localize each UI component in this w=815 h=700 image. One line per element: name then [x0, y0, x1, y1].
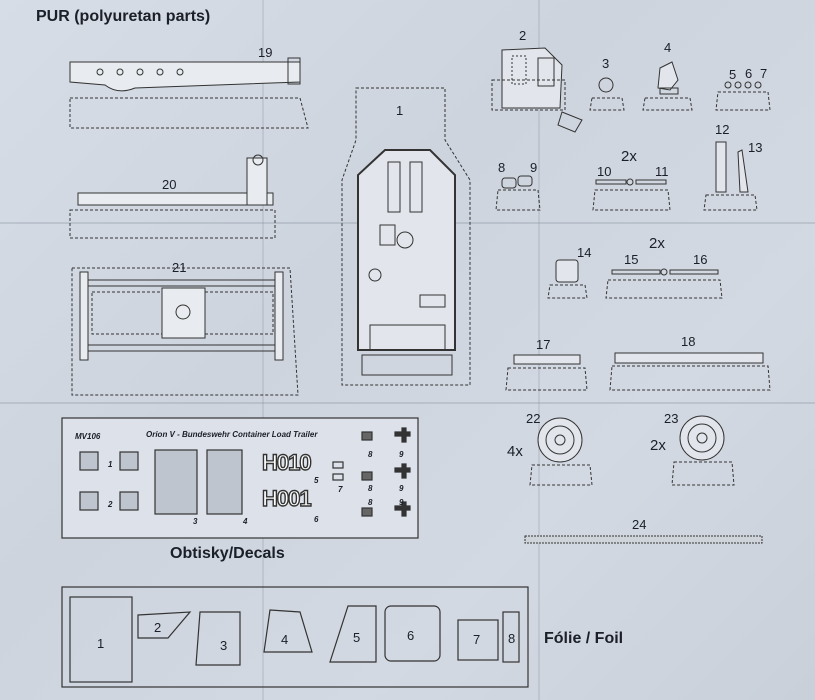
- qty-15-16: 2x: [649, 235, 665, 252]
- label-19: 19: [258, 45, 273, 60]
- foil-1: 1: [97, 636, 105, 651]
- decal-sheet: [61, 417, 419, 539]
- qty-10-11: 2x: [621, 148, 637, 165]
- label-7: 7: [760, 66, 768, 81]
- parts-15-16-drawing: [605, 268, 723, 299]
- decal-n8b: 8: [368, 484, 373, 493]
- part-20-drawing: [69, 154, 276, 239]
- decal-n1: 1: [108, 460, 113, 469]
- foil-8: 8: [508, 631, 516, 646]
- label-5: 5: [729, 67, 737, 82]
- decal-sheet-title: Orion V - Bundeswehr Container Load Trai…: [146, 430, 318, 439]
- label-12: 12: [715, 122, 730, 137]
- label-13: 13: [748, 140, 763, 155]
- qty-22: 4x: [507, 443, 523, 460]
- label-17: 17: [536, 337, 551, 352]
- part-21-drawing: [71, 267, 299, 396]
- decal-n3: 3: [193, 517, 198, 526]
- label-18: 18: [681, 334, 696, 349]
- part-19-drawing: [69, 57, 309, 129]
- decal-n8a: 8: [368, 450, 373, 459]
- page-title: PUR (polyuretan parts): [36, 8, 211, 25]
- foil-2: 2: [154, 620, 162, 635]
- foil-7: 7: [473, 632, 481, 647]
- label-9: 9: [530, 160, 538, 175]
- foil-5: 5: [353, 630, 361, 645]
- label-10: 10: [597, 164, 612, 179]
- foil-3: 3: [220, 638, 228, 653]
- label-3: 3: [602, 56, 610, 71]
- decal-n8c: 8: [368, 498, 373, 507]
- label-20: 20: [162, 177, 177, 192]
- part-1-drawing: [341, 87, 471, 386]
- label-2: 2: [519, 28, 527, 43]
- label-23: 23: [664, 411, 679, 426]
- label-6: 6: [745, 66, 753, 81]
- label-15: 15: [624, 252, 639, 267]
- foil-sheet: [61, 586, 529, 688]
- label-16: 16: [693, 252, 708, 267]
- wheels-22-23-drawing: [529, 415, 735, 486]
- decals-caption: Obtisky/Decals: [170, 545, 285, 562]
- decal-n9b: 9: [399, 484, 404, 493]
- decal-n5: 5: [314, 476, 319, 485]
- decal-n6: 6: [314, 515, 319, 524]
- decal-code: MV106: [75, 432, 101, 441]
- foil-6: 6: [407, 628, 415, 643]
- label-14: 14: [577, 245, 592, 260]
- label-4: 4: [664, 40, 672, 55]
- parts-17-18-drawing: [505, 352, 771, 391]
- label-22: 22: [526, 411, 541, 426]
- decal-n2: 2: [108, 500, 113, 509]
- part-24-drawing: [524, 535, 763, 544]
- decal-h010: H010: [261, 449, 312, 475]
- parts-10-11-drawing: [592, 178, 671, 211]
- label-11: 11: [655, 164, 669, 179]
- label-8: 8: [498, 160, 506, 175]
- foil-caption: Fólie / Foil: [544, 630, 624, 647]
- qty-23: 2x: [650, 437, 666, 454]
- label-24: 24: [632, 517, 647, 532]
- decal-h001: H001: [261, 485, 312, 511]
- parts-8-9-drawing: [495, 175, 541, 211]
- part-14-drawing: [547, 259, 588, 299]
- label-1: 1: [396, 103, 404, 118]
- parts-3-7-drawing: [589, 61, 771, 111]
- decal-n4: 4: [243, 517, 248, 526]
- label-21: 21: [172, 260, 187, 275]
- decal-n9a: 9: [399, 450, 404, 459]
- part-2-drawing: [491, 47, 583, 133]
- decal-n7: 7: [338, 485, 343, 494]
- foil-4: 4: [281, 632, 289, 647]
- parts-12-13-drawing: [703, 141, 758, 211]
- decal-n9c: 9: [399, 498, 404, 507]
